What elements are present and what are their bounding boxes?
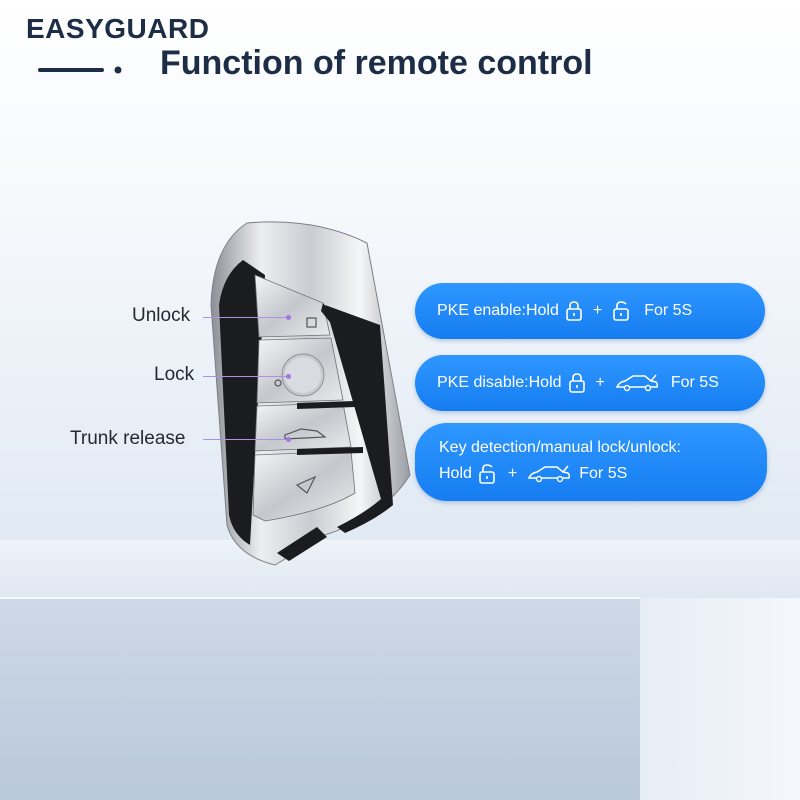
car-trunk-icon — [527, 464, 571, 484]
title-accent-decoration — [38, 66, 122, 74]
unlock-icon — [612, 300, 632, 322]
key-fob-illustration — [210, 221, 411, 566]
trunk-release-button-label: Trunk release — [70, 428, 186, 449]
pke-disable-duration: For 5S — [670, 374, 719, 391]
pke-disable-instruction: PKE disable:Hold + For 5S — [415, 355, 765, 411]
unlock-icon — [478, 463, 498, 485]
brand-logo: EASYGUARD — [26, 13, 210, 44]
unlock-button-label: Unlock — [132, 305, 191, 326]
lock-callout-dot — [286, 374, 291, 379]
pke-enable-duration: For 5S — [644, 302, 693, 319]
plus-sign: + — [592, 302, 603, 319]
lock-icon — [568, 372, 586, 394]
key-detection-heading: Key detection/manual lock/unlock: — [439, 439, 681, 456]
pedestal-background — [0, 540, 800, 800]
page-title: Function of remote control — [160, 44, 593, 82]
plus-sign: + — [595, 374, 605, 391]
trunk-callout-line — [203, 439, 288, 440]
key-detection-hold-text: Hold — [439, 465, 472, 482]
trunk-callout-dot — [286, 437, 291, 442]
unlock-callout-dot — [286, 315, 291, 320]
lock-icon — [565, 300, 583, 322]
lock-button-label: Lock — [154, 364, 195, 385]
pke-disable-text: PKE disable:Hold — [437, 374, 562, 391]
lock-callout-line — [203, 376, 288, 377]
key-detection-duration: For 5S — [579, 465, 628, 482]
plus-sign: + — [507, 465, 518, 482]
key-detection-instruction: Key detection/manual lock/unlock: Hold +… — [415, 423, 767, 501]
pke-enable-instruction: PKE enable:Hold + For 5S — [415, 283, 765, 339]
unlock-callout-line — [203, 317, 288, 318]
car-trunk-icon — [615, 373, 659, 393]
pke-enable-text: PKE enable:Hold — [437, 302, 559, 319]
